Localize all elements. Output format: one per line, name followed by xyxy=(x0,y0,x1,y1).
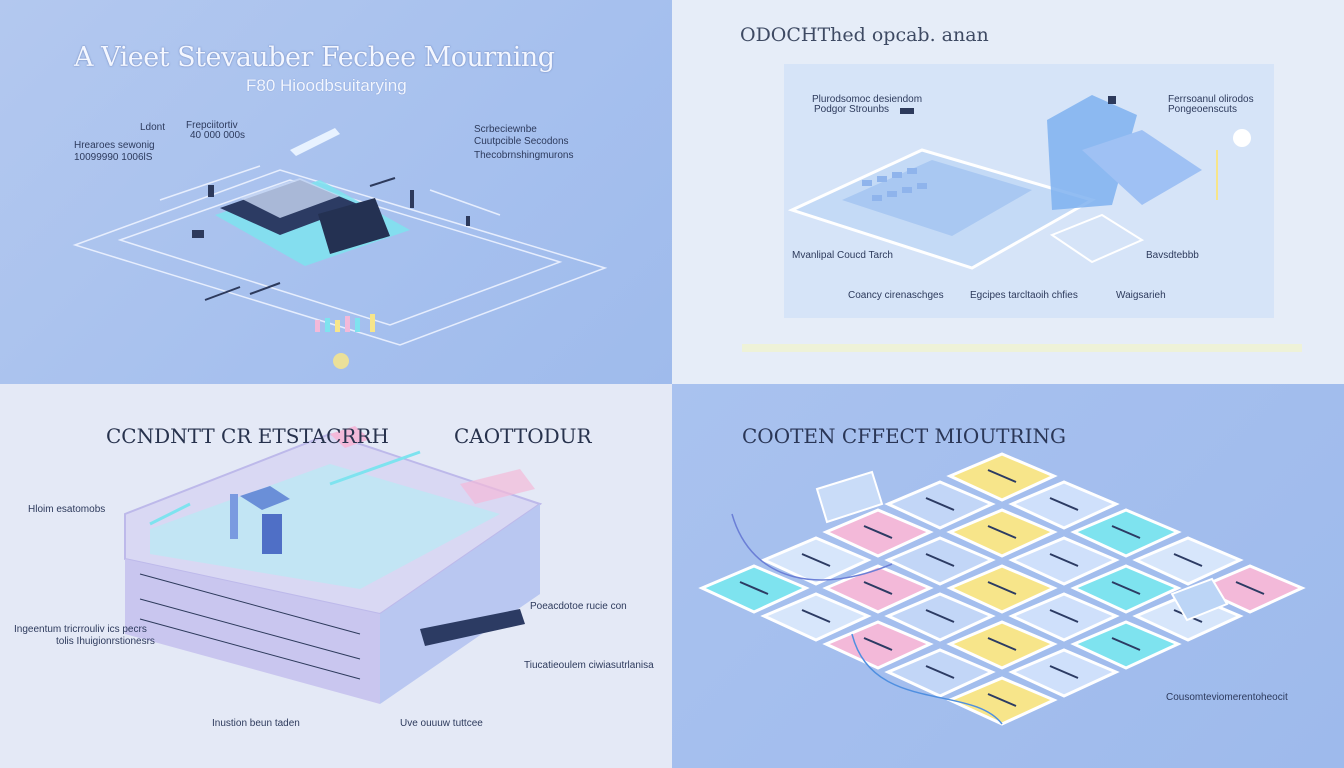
tile-glyph xyxy=(801,609,831,623)
tile-glyph xyxy=(1111,525,1141,539)
tile-glyph xyxy=(1173,553,1203,567)
tile-glyph xyxy=(987,581,1017,595)
label: Cuutpcible Secodons xyxy=(474,136,569,147)
label: 10099990 1006lS xyxy=(74,152,153,163)
label: Bavsdtebbb xyxy=(1146,250,1199,261)
label: Egcipes tarcltaoih chfies xyxy=(970,290,1078,301)
tile-glyph xyxy=(987,525,1017,539)
tile-glyph xyxy=(863,581,893,595)
tile-glyph xyxy=(1111,637,1141,651)
label: Pongeoenscuts xyxy=(1168,104,1237,115)
label: Uve ouuuw tuttcee xyxy=(400,718,483,729)
label: Cousomteviomerentoheocit xyxy=(1166,692,1288,703)
label: Waigsarieh xyxy=(1116,290,1166,301)
isometric-dashboard-illustration xyxy=(742,95,1302,352)
label: Ingeentum tricrrouliv ics pecrs xyxy=(14,624,147,635)
label: Hloim esatomobs xyxy=(28,504,106,515)
panel-top-right: ODOCHThed opcab. anan Plurodsomoc desien… xyxy=(672,0,1344,384)
panel-title: ODOCHThed opcab. anan xyxy=(740,24,989,46)
label: Tiucatieoulem ciwiasutrlanisa xyxy=(524,660,654,671)
label: tolis Ihuigionrstionesrs xyxy=(56,636,155,647)
panel-title: A Vieet Stevauber Fecbee Mourning xyxy=(74,42,555,73)
panel-title: COOTEN CFFECT MIOUTRING xyxy=(742,424,1066,448)
label: Poeacdotoe rucie con xyxy=(530,601,627,612)
tile-glyph xyxy=(1049,609,1079,623)
label: Ldont xyxy=(140,122,166,133)
label: Ferrsoanul olirodos xyxy=(1168,94,1254,105)
isometric-factory-illustration xyxy=(72,128,608,369)
tile-glyph xyxy=(1235,581,1265,595)
label: 40 000 000s xyxy=(190,130,246,141)
tile-glyph xyxy=(925,553,955,567)
label: Frepciitortiv xyxy=(186,120,238,131)
tile-glyph xyxy=(863,525,893,539)
panel-bottom-left: CCNDNTT CR ETSTACRRH CAOTTODUR Hloim esa… xyxy=(0,384,672,768)
tile-glyph xyxy=(1111,581,1141,595)
label: Podgor Strounbs xyxy=(814,104,890,115)
label: Plurodsomoc desiendom xyxy=(812,94,923,105)
label: Hrearoes sewonig xyxy=(74,140,155,151)
label: Inustion beun taden xyxy=(212,718,300,729)
isometric-tile-grid-illustration xyxy=(698,452,1306,726)
tile-glyph xyxy=(863,637,893,651)
tile-glyph xyxy=(1049,553,1079,567)
label: Scrbeciewnbe xyxy=(474,124,537,135)
label: Coancy cirenaschges xyxy=(848,290,944,301)
label: Thecobrnshingmurons xyxy=(474,150,574,161)
label: Mvanlipal Coucd Tarch xyxy=(792,250,893,261)
tile-glyph xyxy=(1049,497,1079,511)
panel-title-right: CAOTTODUR xyxy=(454,424,592,448)
panel-subtitle: F80 Hioodbsuitarying xyxy=(246,76,407,95)
isometric-building-illustration xyxy=(124,426,543,704)
tile-glyph xyxy=(801,553,831,567)
panel-top-left: A Vieet Stevauber Fecbee Mourning F80 Hi… xyxy=(0,0,672,384)
tile-glyph xyxy=(987,637,1017,651)
panel-title: CCNDNTT CR ETSTACRRH xyxy=(106,424,389,448)
panel-bottom-right: COOTEN CFFECT MIOUTRING Cousomteviomeren… xyxy=(672,384,1344,768)
tile-glyph xyxy=(925,497,955,511)
tile-glyph xyxy=(925,665,955,679)
tile-glyph xyxy=(925,609,955,623)
tile-glyph xyxy=(739,581,769,595)
tile-glyph xyxy=(987,693,1017,707)
tile-glyph xyxy=(987,469,1017,483)
tile-glyph xyxy=(1049,665,1079,679)
